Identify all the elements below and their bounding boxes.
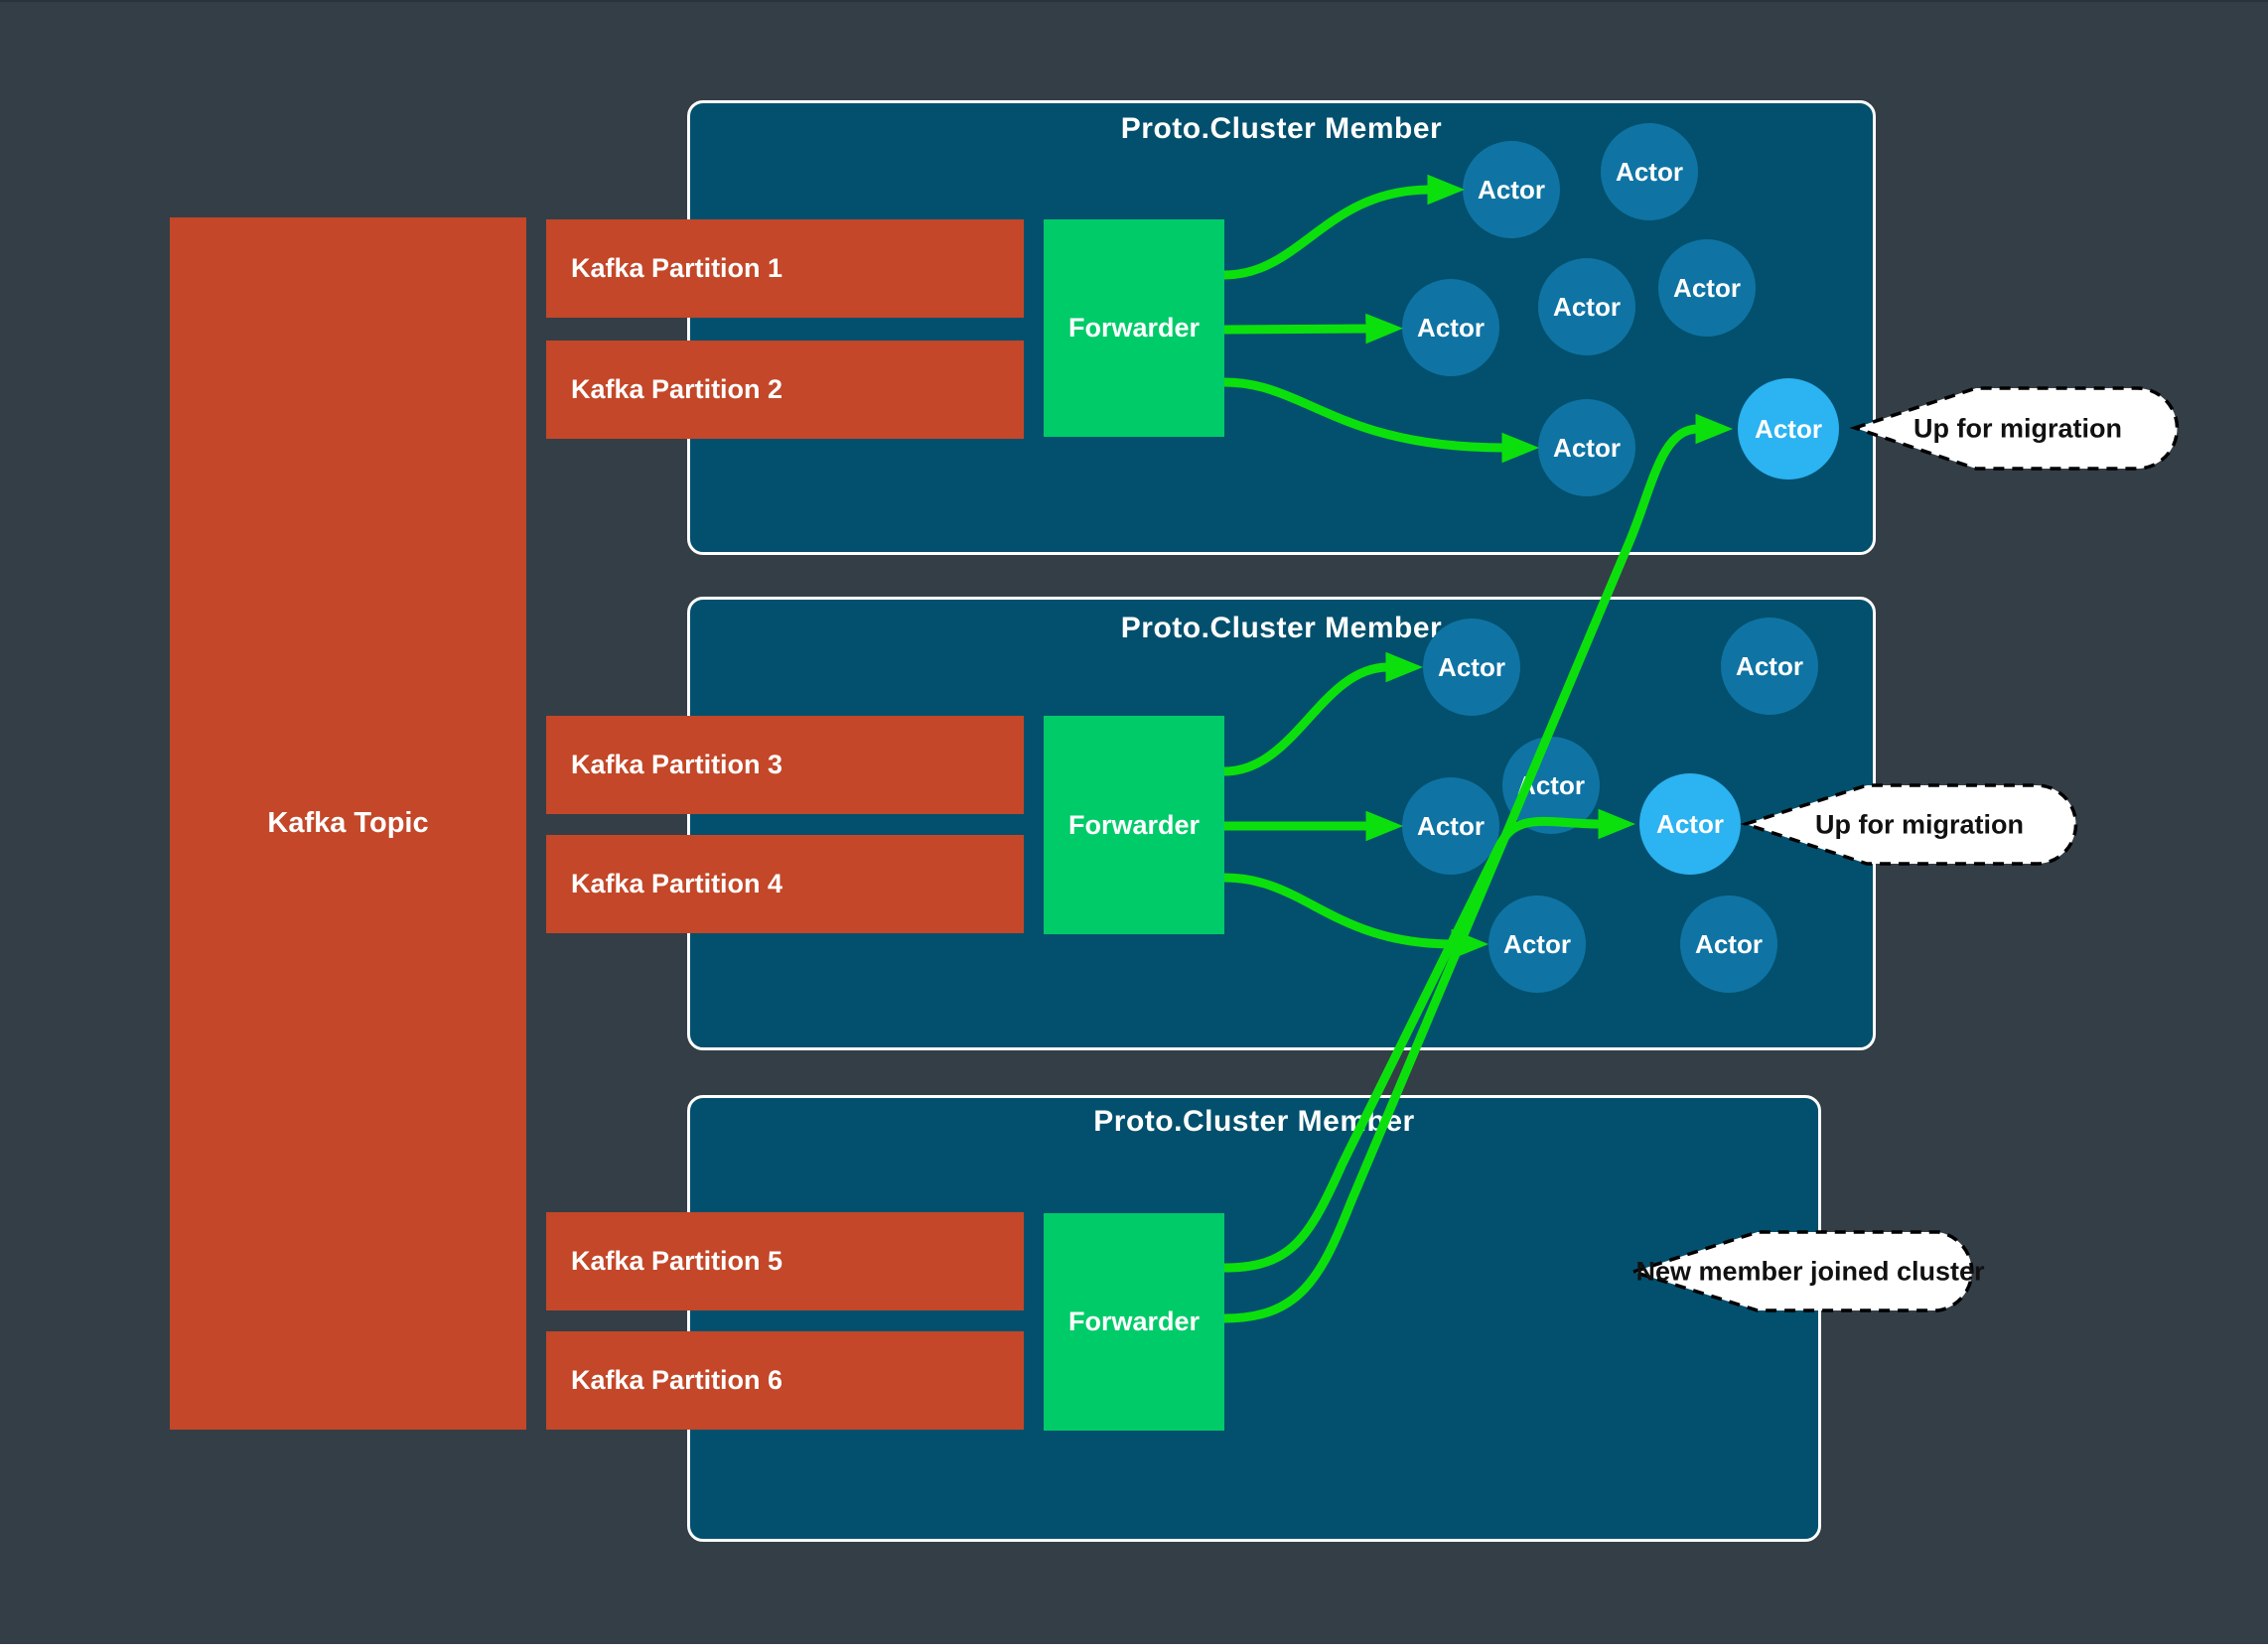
- forwarder-1: Forwarder: [1044, 219, 1224, 437]
- actor: Actor: [1502, 737, 1600, 834]
- cluster-3-title: Proto.Cluster Member: [1093, 1105, 1415, 1138]
- actor: Actor: [1538, 399, 1635, 496]
- cluster-2-title: Proto.Cluster Member: [1120, 612, 1443, 644]
- kafka-partition-4: Kafka Partition 4: [546, 835, 1024, 933]
- kafka-partition-3: Kafka Partition 3: [546, 716, 1024, 814]
- cluster-1-title: Proto.Cluster Member: [1120, 112, 1443, 145]
- cluster-member-3: [687, 1095, 1821, 1542]
- actor: Actor: [1423, 619, 1520, 716]
- actor: Actor: [1402, 777, 1499, 875]
- callout-up-for-migration-2: Up for migration: [1815, 809, 2024, 840]
- kafka-partition-2: Kafka Partition 2: [546, 341, 1024, 439]
- callout-new-member-joined: New member joined cluster: [1635, 1256, 1985, 1287]
- actor: Actor: [1601, 123, 1698, 220]
- kafka-topic-box: Kafka Topic: [170, 217, 526, 1430]
- actor-up-for-migration: Actor: [1738, 378, 1839, 480]
- kafka-partition-1: Kafka Partition 1: [546, 219, 1024, 318]
- actor: Actor: [1658, 239, 1756, 337]
- actor: Actor: [1538, 258, 1635, 355]
- actor: Actor: [1402, 279, 1499, 376]
- bottom-edge-strip: [0, 1644, 2268, 1652]
- callout-up-for-migration-1: Up for migration: [1914, 413, 2122, 444]
- actor: Actor: [1463, 141, 1560, 238]
- actor: Actor: [1680, 895, 1777, 993]
- forwarder-3: Forwarder: [1044, 1213, 1224, 1431]
- actor-up-for-migration: Actor: [1639, 773, 1741, 875]
- actor: Actor: [1488, 895, 1586, 993]
- actor: Actor: [1721, 618, 1818, 715]
- forwarder-2: Forwarder: [1044, 716, 1224, 934]
- kafka-topic-label: Kafka Topic: [267, 807, 429, 839]
- kafka-partition-6: Kafka Partition 6: [546, 1331, 1024, 1430]
- kafka-partition-5: Kafka Partition 5: [546, 1212, 1024, 1310]
